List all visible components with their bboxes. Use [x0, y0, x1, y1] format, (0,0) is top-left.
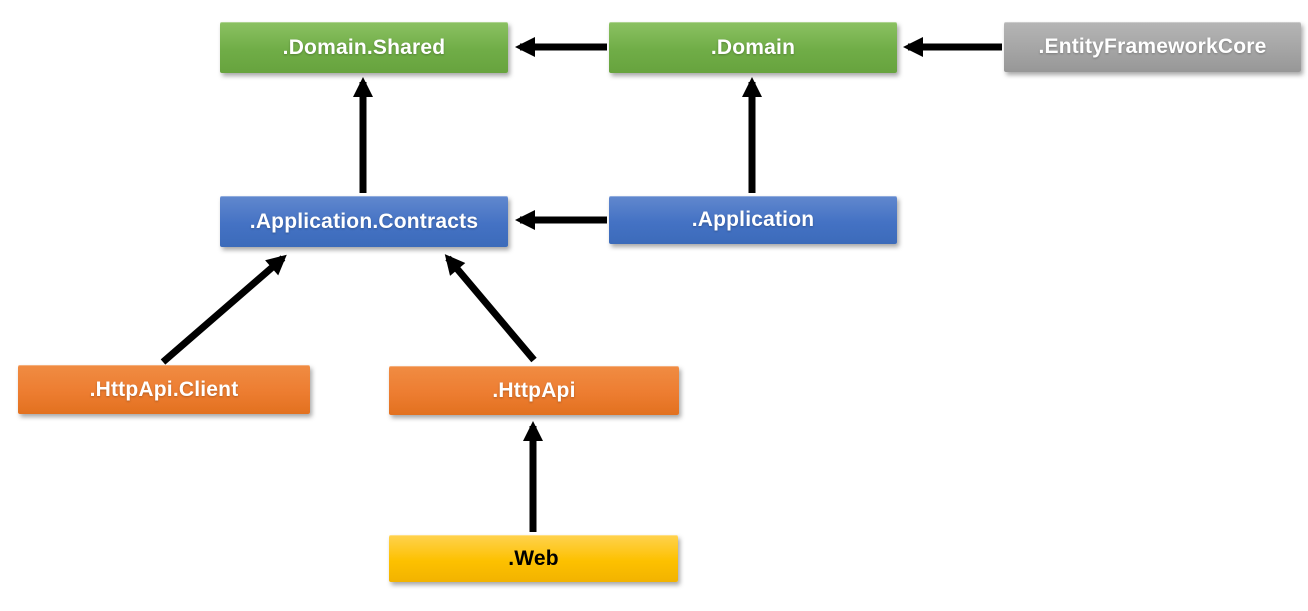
node-label: .Domain: [710, 35, 796, 59]
node-label: .Domain.Shared: [282, 35, 446, 59]
edge-httpapi-to-application-contracts-arrow: [444, 254, 537, 363]
node-httpapi-client: .HttpApi.Client: [18, 365, 310, 414]
node-label: .Web: [508, 546, 559, 570]
node-domain: .Domain: [609, 22, 897, 73]
node-application: .Application: [609, 196, 897, 244]
node-label: .HttpApi: [492, 378, 576, 402]
node-web: .Web: [389, 535, 678, 582]
node-label: .HttpApi.Client: [89, 377, 239, 401]
node-label: .Application.Contracts: [249, 209, 479, 233]
node-httpapi: .HttpApi: [389, 366, 679, 415]
node-label: .Application: [691, 208, 815, 231]
edge-httpapi-client-to-application-contracts-arrow: [160, 254, 287, 365]
node-domain-shared: .Domain.Shared: [220, 22, 508, 73]
node-application-contracts: .Application.Contracts: [220, 196, 508, 247]
node-label: .EntityFrameworkCore: [1038, 35, 1267, 58]
node-entity-framework-core: .EntityFrameworkCore: [1004, 22, 1301, 72]
